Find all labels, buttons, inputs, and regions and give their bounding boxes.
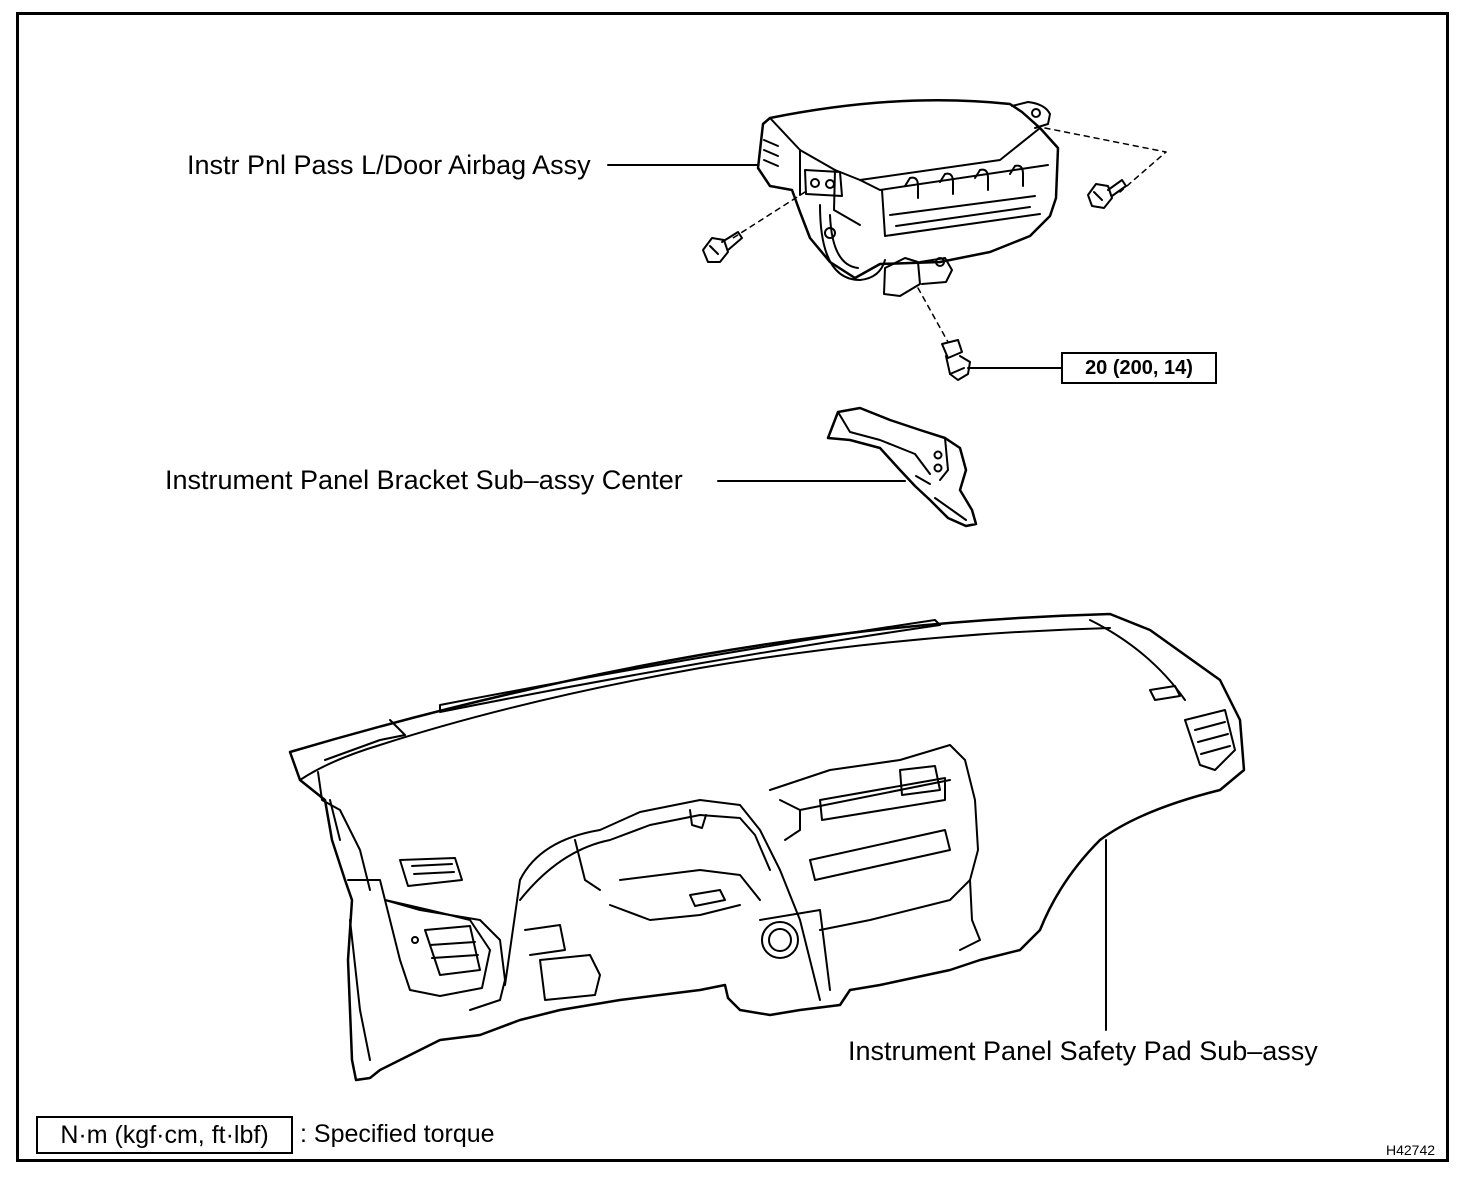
airbag-bolt-left-icon — [702, 231, 743, 263]
torque-spec-box: 20 (200, 14) — [1061, 352, 1217, 384]
torque-unit-legend-box: N·m (kgf·cm, ft·lbf) — [36, 1116, 293, 1154]
leader-lines — [607, 164, 1107, 1031]
bracket-label: Instrument Panel Bracket Sub–assy Center — [165, 465, 683, 495]
torque-bolt-icon — [941, 339, 971, 381]
instrument-panel-drawing — [288, 612, 1246, 1082]
safety-pad-label: Instrument Panel Safety Pad Sub–assy — [848, 1036, 1318, 1066]
torque-legend-description: : Specified torque — [300, 1120, 495, 1148]
airbag-assembly-drawing — [756, 98, 1060, 297]
bracket-drawing — [826, 406, 978, 528]
figure-id: H42742 — [1386, 1142, 1436, 1158]
airbag-bolt-guides — [732, 127, 1167, 343]
airbag-assy-label: Instr Pnl Pass L/Door Airbag Assy — [187, 150, 591, 180]
airbag-bolt-right-icon — [1087, 179, 1127, 209]
diagram-frame — [16, 12, 1449, 1162]
